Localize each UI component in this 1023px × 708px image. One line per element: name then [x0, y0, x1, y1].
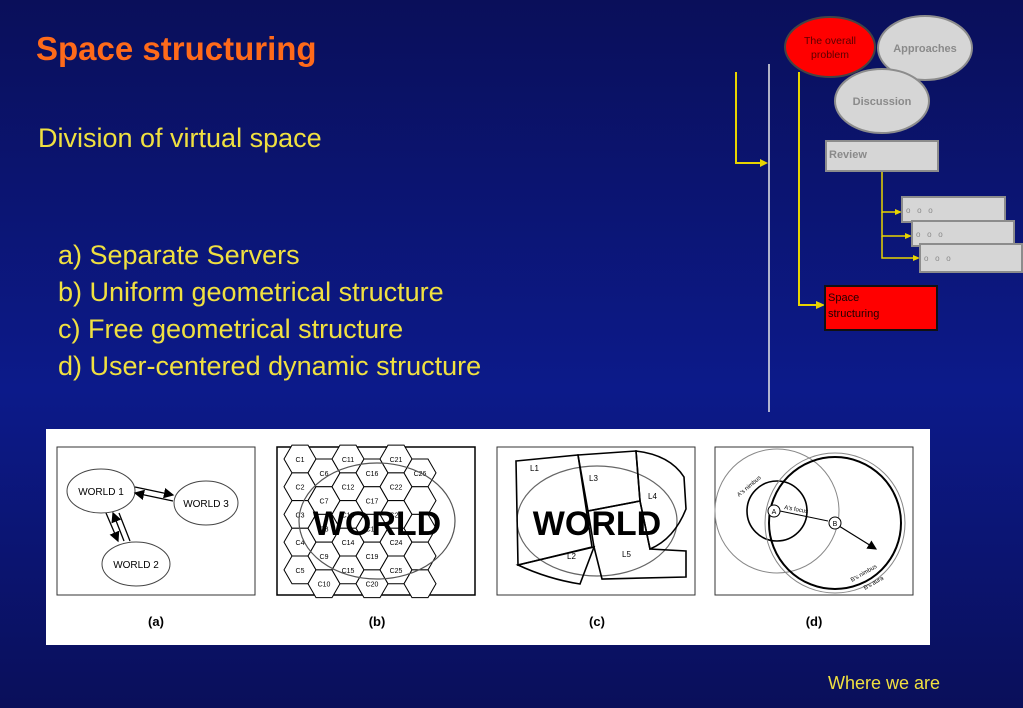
- nav-discussion[interactable]: Discussion: [834, 68, 930, 134]
- hex-cell-label: C13: [342, 512, 355, 519]
- world3-label: WORLD 3: [183, 499, 229, 510]
- bullet-item: b) Uniform geometrical structure: [58, 277, 444, 307]
- world2-label: WORLD 2: [113, 560, 159, 571]
- figure-d: A B A's nimbus A's focus B's nimbus B's …: [714, 446, 914, 629]
- hex-cell-label: C2: [296, 485, 305, 492]
- nav-subitem-label: o o o: [916, 230, 943, 239]
- nav-subitem-label: o o o: [906, 206, 933, 215]
- nav-space-label-2: structuring: [828, 308, 879, 320]
- region-l1: L1: [530, 464, 539, 473]
- caption-d: (d): [806, 614, 823, 629]
- nav-review[interactable]: Review: [825, 140, 939, 172]
- nav-subitem[interactable]: o o o: [901, 196, 1006, 223]
- nav-overall-label-1: The overall: [804, 35, 856, 47]
- hex-cell-label: C18: [366, 526, 379, 533]
- nav-discussion-label: Discussion: [853, 96, 912, 108]
- footer-where-we-are: Where we are: [828, 673, 941, 693]
- world-label-c: WORLD: [533, 505, 661, 543]
- hex-cell-label: C17: [366, 499, 379, 506]
- navigation-diagram: Approaches The overall problem Discussio…: [735, 15, 1023, 412]
- region-l3: L3: [589, 474, 598, 483]
- user-a-label: A: [772, 509, 777, 516]
- world1-label: WORLD 1: [78, 487, 124, 498]
- bullet-item: a) Separate Servers: [58, 240, 300, 270]
- hex-cell-label: C8: [320, 526, 329, 533]
- hex-cell-label: C5: [296, 568, 305, 575]
- hex-grid: C1C2C3C4C5C6C7C8C9C10C11C12C13C14C15C16C…: [283, 444, 437, 599]
- world-label-b: WORLD: [313, 505, 441, 543]
- user-b-label: B: [833, 521, 838, 528]
- hex-cell-label: C14: [342, 540, 355, 547]
- hex-cell-label: C9: [320, 554, 329, 561]
- hex-cell-label: C26: [414, 471, 427, 478]
- hex-cell-label: C19: [366, 554, 379, 561]
- region-l2: L2: [567, 552, 576, 561]
- hex-cell-label: C20: [366, 582, 379, 589]
- bullet-item: d) User-centered dynamic structure: [58, 351, 482, 381]
- region-l5: L5: [622, 550, 631, 559]
- figure-b: C1C2C3C4C5C6C7C8C9C10C11C12C13C14C15C16C…: [276, 444, 476, 629]
- nav-approaches[interactable]: Approaches: [877, 15, 973, 81]
- caption-c: (c): [589, 614, 605, 629]
- hex-cell-label: C24: [390, 540, 403, 547]
- nav-space-label-1: Space: [828, 292, 859, 304]
- hex-cell-label: C12: [342, 485, 355, 492]
- nav-approaches-label: Approaches: [893, 43, 957, 55]
- nav-subitem[interactable]: o o o: [919, 243, 1023, 273]
- hex-cell-label: C22: [390, 485, 403, 492]
- nav-overall-label-2: problem: [811, 49, 849, 61]
- bullet-item: c) Free geometrical structure: [58, 314, 404, 344]
- hex-cell-label: C25: [390, 568, 403, 575]
- hex-cell-label: C23: [390, 512, 403, 519]
- caption-a: (a): [148, 614, 164, 629]
- figure-c: L1 L2 L3 L4 L5 WORLD (c): [496, 446, 696, 629]
- hex-cell-label: C7: [320, 499, 329, 506]
- hex-cell-label: C4: [296, 540, 305, 547]
- hex-cell-label: C16: [366, 471, 379, 478]
- figure-a: WORLD 1 WORLD 3 WORLD 2 (a): [56, 446, 256, 629]
- hex-cell-label: C11: [342, 457, 354, 464]
- bullet-list: a) Separate Servers b) Uniform geometric…: [58, 237, 481, 385]
- slide-title: Space structuring: [36, 30, 317, 67]
- hex-cell-label: C6: [320, 471, 329, 478]
- nav-subitem-label: o o o: [924, 254, 951, 263]
- a-focus-label: A's focus: [784, 505, 809, 515]
- nav-space-structuring[interactable]: Space structuring: [824, 285, 938, 331]
- hex-cell-label: C15: [342, 568, 355, 575]
- hex-cell-label: C1: [296, 457, 305, 464]
- nav-overall-problem[interactable]: The overall problem: [784, 16, 876, 78]
- hex-cell: [403, 569, 437, 599]
- region-l4: L4: [648, 492, 657, 501]
- nav-review-label: Review: [829, 149, 867, 161]
- slide-subtitle: Division of virtual space: [38, 123, 322, 153]
- hex-cell-label: C3: [296, 512, 305, 519]
- caption-b: (b): [369, 614, 386, 629]
- hex-cell-label: C10: [318, 582, 331, 589]
- nav-subitem[interactable]: o o o: [911, 220, 1015, 247]
- hex-cell-label: C21: [390, 457, 403, 464]
